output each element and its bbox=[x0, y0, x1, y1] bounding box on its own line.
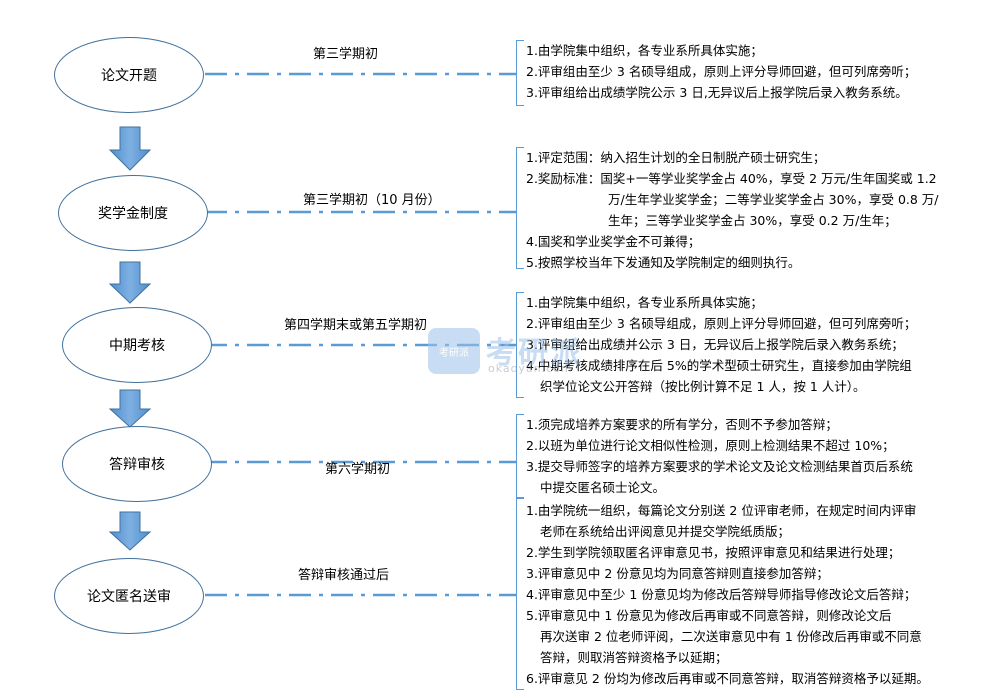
note-line: 2.奖励标准：国奖+一等学业奖学金占 40%，享受 2 万元/生年国奖或 1.2 bbox=[526, 171, 937, 186]
watermark-logo: 考研派 考研派 okaoyan.com bbox=[428, 328, 638, 376]
stage-timing: 第六学期初 bbox=[325, 462, 391, 477]
note-line: 中提交匿名硕士论文。 bbox=[540, 480, 666, 495]
watermark-url: okaoyan.com bbox=[488, 362, 573, 375]
stage-name: 中期考核 bbox=[109, 338, 165, 354]
note-line: 1.由学院集中组织，各专业系所具体实施； bbox=[526, 43, 763, 58]
note-line: 3.评审组给出成绩并公示 3 日，无异议后上报学院后录入教务系统； bbox=[526, 337, 904, 352]
stage-defense-review: 答辩审核 bbox=[62, 426, 212, 502]
note-line: 1.评定范围：纳入招生计划的全日制脱产硕士研究生； bbox=[526, 150, 826, 165]
stage-notes: 1.须完成培养方案要求的所有学分，否则不予参加答辩； 2.以班为单位进行论文相似… bbox=[526, 414, 913, 498]
note-line: 1.由学院统一组织，每篇论文分别送 2 位评审老师，在规定时间内评审 bbox=[526, 503, 917, 518]
watermark-badge: 考研派 bbox=[428, 328, 480, 374]
note-line: 生年；三等学业奖学金占 30%，享受 0.2 万/生年； bbox=[608, 213, 897, 228]
stage-name: 论文匿名送审 bbox=[87, 589, 171, 605]
stage-timing: 第三学期初（10 月份） bbox=[303, 193, 441, 208]
note-line: 1.须完成培养方案要求的所有学分，否则不予参加答辩； bbox=[526, 417, 838, 432]
stage-notes: 1.由学院集中组织，各专业系所具体实施； 2.评审组由至少 3 名硕导组成，原则… bbox=[526, 40, 916, 103]
watermark-name: 考研派 bbox=[486, 336, 582, 371]
note-line: 4.中期考核成绩排序在后 5%的学术型硕士研究生，直接参加由学院组 bbox=[526, 358, 912, 373]
note-line: 4.国奖和学业奖学金不可兼得； bbox=[526, 234, 701, 249]
stage-scholarship: 奖学金制度 bbox=[58, 175, 208, 251]
note-line: 4.评审意见中至少 1 份意见均为修改后答辩导师指导修改论文后答辩； bbox=[526, 587, 917, 602]
note-line: 老师在系统给出评阅意见并提交学院纸质版； bbox=[540, 524, 791, 539]
stage-notes: 1.由学院集中组织，各专业系所具体实施； 2.评审组由至少 3 名硕导组成，原则… bbox=[526, 292, 916, 397]
note-line: 3.评审组给出成绩学院公示 3 日,无异议后上报学院后录入教务系统。 bbox=[526, 85, 908, 100]
stage-midterm-review: 中期考核 bbox=[62, 307, 212, 383]
stage-notes: 1.评定范围：纳入招生计划的全日制脱产硕士研究生； 2.奖励标准：国奖+一等学业… bbox=[526, 147, 939, 273]
down-arrow bbox=[108, 126, 152, 171]
stage-timing: 第四学期末或第五学期初 bbox=[284, 318, 428, 333]
down-arrow bbox=[108, 511, 152, 551]
stage-blind-review: 论文匿名送审 bbox=[54, 558, 204, 634]
stage-notes: 1.由学院统一组织，每篇论文分别送 2 位评审老师，在规定时间内评审 老师在系统… bbox=[526, 500, 929, 689]
notes-bracket bbox=[516, 414, 524, 498]
stage-thesis-proposal: 论文开题 bbox=[54, 37, 204, 113]
note-line: 织学位论文公开答辩（按比例计算不足 1 人，按 1 人计）。 bbox=[540, 379, 866, 394]
note-line: 2.学生到学院领取匿名评审意见书，按照评审意见和结果进行处理； bbox=[526, 545, 901, 560]
stage-name: 论文开题 bbox=[101, 68, 157, 84]
note-line: 再次送审 2 位老师评阅，二次送审意见中有 1 份修改后再审或不同意 bbox=[540, 629, 922, 644]
notes-bracket bbox=[516, 498, 524, 690]
note-line: 1.由学院集中组织，各专业系所具体实施； bbox=[526, 295, 763, 310]
down-arrow bbox=[108, 261, 152, 304]
stage-timing: 答辩审核通过后 bbox=[298, 568, 390, 583]
stage-name: 答辩审核 bbox=[109, 457, 165, 473]
notes-bracket bbox=[516, 40, 524, 106]
note-line: 2.评审组由至少 3 名硕导组成，原则上评分导师回避，但可列席旁听； bbox=[526, 64, 917, 79]
stage-timing: 第三学期初 bbox=[313, 47, 379, 62]
note-line: 2.评审组由至少 3 名硕导组成，原则上评分导师回避，但可列席旁听； bbox=[526, 316, 917, 331]
notes-bracket bbox=[516, 292, 524, 398]
note-line: 3.评审意见中 2 份意见均为同意答辩则直接参加答辩； bbox=[526, 566, 829, 581]
note-line: 5.按照学校当年下发通知及学院制定的细则执行。 bbox=[526, 255, 801, 270]
stage-name: 奖学金制度 bbox=[98, 206, 168, 222]
note-line: 6.评审意见 2 份均为修改后再审或不同意答辩，取消答辩资格予以延期。 bbox=[526, 671, 929, 686]
note-line: 万/生年学业奖学金；二等学业奖学金占 30%，享受 0.8 万/ bbox=[608, 192, 939, 207]
note-line: 2.以班为单位进行论文相似性检测，原则上检测结果不超过 10%； bbox=[526, 438, 895, 453]
note-line: 3.提交导师签字的培养方案要求的学术论文及论文检测结果首页后系统 bbox=[526, 459, 913, 474]
down-arrow bbox=[108, 389, 152, 428]
note-line: 5.评审意见中 1 份意见为修改后再审或不同意答辩，则修改论文后 bbox=[526, 608, 892, 623]
notes-bracket bbox=[516, 147, 524, 269]
note-line: 答辩，则取消答辩资格予以延期； bbox=[540, 650, 728, 665]
